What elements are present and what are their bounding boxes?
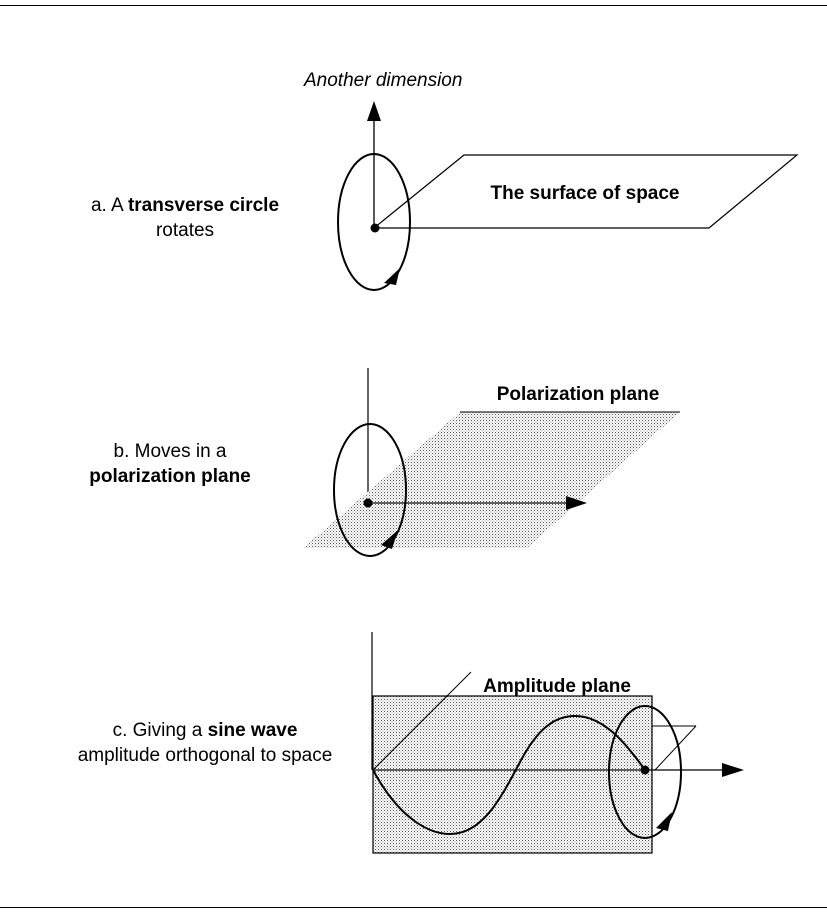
origin-dot [363,498,373,508]
polarization-plane [303,412,680,548]
caption-c-bold: sine wave [207,720,298,741]
top-rule [0,5,827,6]
transverse-circle [337,153,411,291]
perspective-edge [372,671,472,771]
caption-c: c. Giving a sine wave amplitude orthogona… [70,718,340,768]
polarization-plane-label: Polarization plane [497,384,660,405]
origin-dot [370,223,380,233]
sine-wave [372,714,646,836]
panel-c: Amplitude plane [371,632,744,854]
caption-a-prefix: a. A [90,195,128,216]
bottom-rule [0,907,827,908]
amplitude-plane-label: Amplitude plane [483,676,631,697]
caption-b-prefix: b. Moves in a [113,441,227,462]
surface-of-space-label: The surface of space [490,183,679,204]
caption-a-bold: transverse circle [127,195,280,216]
caption-c-suffix: amplitude orthogonal to space [77,745,333,766]
caption-a: a. A transverse circle rotates [50,193,320,243]
axis-arrowhead [367,101,381,121]
rotating-circle [608,705,682,839]
perspective-edge-diagonal [654,725,697,771]
caption-b-bold: polarization plane [89,466,251,487]
panel-a: Another dimension The surface of space [303,70,799,291]
propagation-arrowhead [722,763,744,777]
propagation-arrowhead [566,496,587,510]
rotation-arrowhead [656,812,672,831]
wave-point-dot [640,765,650,775]
caption-c-prefix: c. Giving a [112,720,208,741]
rotation-arrowhead [381,530,398,549]
caption-b: b. Moves in a polarization plane [55,439,285,489]
another-dimension-label: Another dimension [303,70,462,91]
caption-a-suffix: rotates [155,220,215,241]
surface-of-space-plane [372,154,799,229]
rotating-circle [333,423,407,557]
panel-b: Polarization plane [303,368,680,557]
rotation-arrowhead [384,268,400,285]
